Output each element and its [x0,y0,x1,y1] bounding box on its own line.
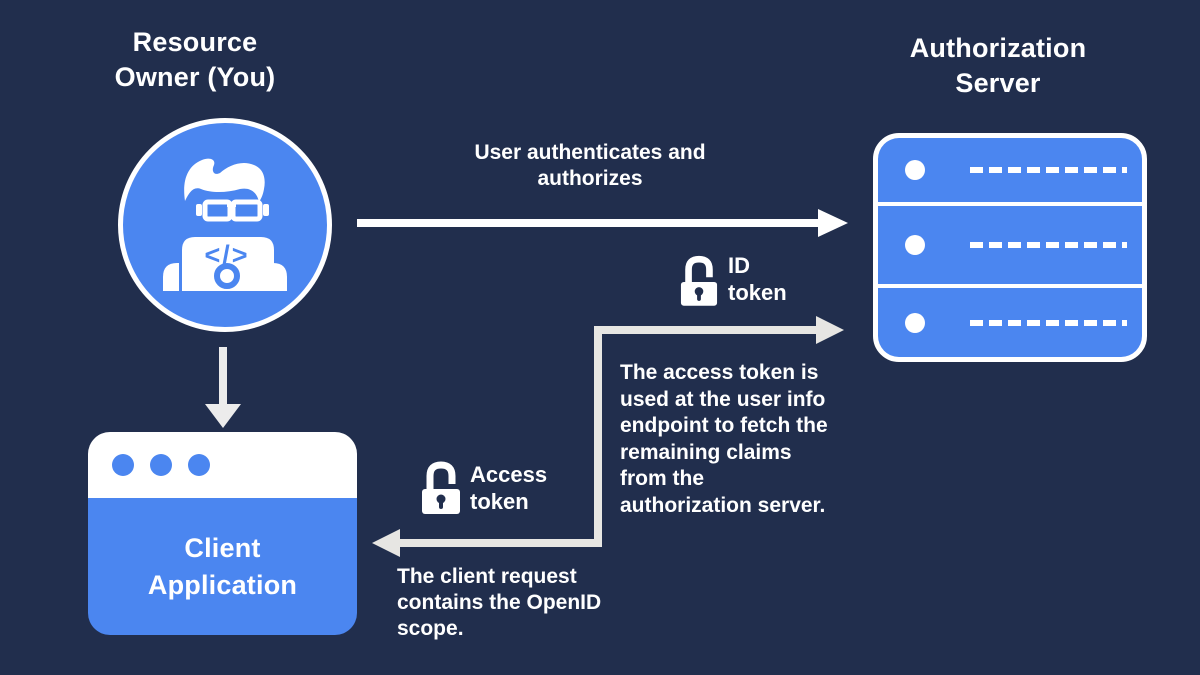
client-application-label-line2: Application [147,569,298,600]
access-token-label-line1: Access [470,462,548,487]
server-rack-unit [878,205,1142,285]
server-rack-unit [878,138,1142,202]
avatar-right-arm [271,263,287,291]
client-application-node: Client Application [88,432,357,635]
server-rack-unit [878,288,1142,357]
avatar-left-arm [163,263,179,291]
openid-scope-note: The client request contains the OpenID s… [397,564,637,642]
authorization-server-title: Authorization Server [868,31,1128,101]
padlock-keyhole-stem [697,291,701,301]
resource-owner-title: Resource Owner (You) [60,25,330,95]
userinfo-note-line: used at the user info [620,387,826,411]
userinfo-note-line: remaining claims [620,440,792,464]
id-token-label-line1: ID [728,253,750,278]
avatar-glasses-left-temple [196,204,202,216]
authorization-server-title-line2: Server [955,68,1041,98]
server-led-icon [905,312,925,333]
padlock-keyhole-stem [439,499,443,509]
padlock-icon [422,461,460,514]
token-exchange-arrowhead-left [372,529,400,557]
userinfo-note-line: The access token is [620,361,819,384]
developer-avatar-icon: </> [163,158,287,291]
auth-request-label-line1: User authenticates and [474,141,706,164]
client-application-label: Client Application [148,530,297,604]
auth-request-arrow-shaft [357,219,818,227]
userinfo-note-line: from the [620,467,704,490]
token-exchange-arrowhead-right [816,316,844,344]
owner-to-client-arrow-shaft [219,347,227,405]
token-exchange-arrow-bottom-segment [400,539,602,547]
token-exchange-arrow-top-segment [594,326,816,334]
avatar-glasses-right-temple [263,204,269,216]
browser-dot-icon [150,454,172,476]
browser-dot-icon [112,454,134,476]
auth-request-label-line2: authorizes [537,167,643,190]
openid-scope-note-line: The client request [397,565,577,588]
access-token-label: Access token [470,461,547,515]
avatar-hair [184,158,265,202]
openid-scope-note-line: scope. [397,617,464,640]
authorization-server-node [873,133,1147,362]
padlock-shackle [426,461,456,489]
avatar-glasses-right-lens [230,199,263,222]
client-application-label-line1: Client [184,532,261,563]
avatar-glasses-bridge [227,202,236,207]
userinfo-note-line: endpoint to fetch the [620,414,828,437]
resource-owner-node: </> [118,118,332,332]
access-token-label-line2: token [470,489,529,514]
server-led-icon [905,159,925,180]
padlock-icon [680,255,718,306]
server-dashed-line [970,166,1127,173]
owner-to-client-arrowhead [205,404,241,428]
auth-request-label: User authenticates and authorizes [440,140,740,192]
token-exchange-arrow-vertical-segment [594,326,602,547]
browser-dot-icon [188,454,210,476]
browser-window-icon [88,432,357,498]
userinfo-note-line: authorization server. [620,493,826,517]
resource-owner-title-line1: Resource [132,27,258,57]
resource-owner-title-line2: Owner (You) [114,62,276,92]
authorization-server-title-line1: Authorization [909,33,1087,63]
avatar-pendant-ring [214,263,240,289]
padlock-shackle [685,255,713,282]
server-dashed-line [970,319,1127,326]
padlock-keyhole [694,287,704,296]
openid-scope-note-line: contains the OpenID [397,591,602,614]
server-dashed-line [970,242,1127,249]
id-token-label: ID token [728,252,787,306]
userinfo-note: The access token is used at the user inf… [620,360,860,519]
auth-request-arrowhead [818,209,848,237]
server-led-icon [905,235,925,256]
avatar-glasses-left-lens [202,199,233,222]
id-token-label-line2: token [728,280,787,305]
